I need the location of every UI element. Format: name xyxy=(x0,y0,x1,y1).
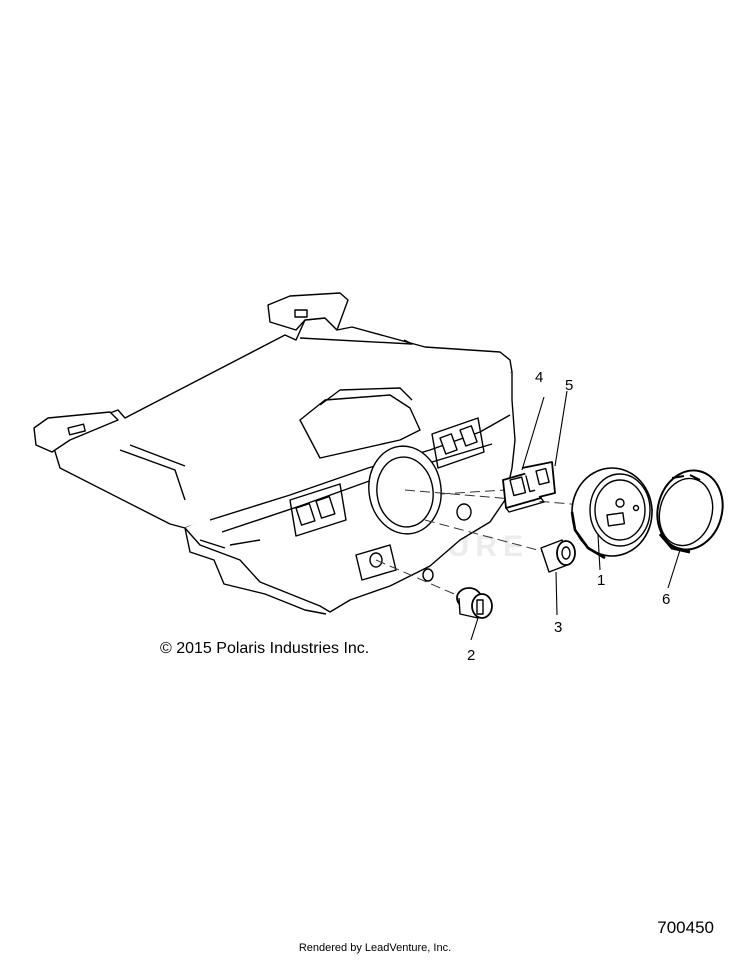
bezel-ring-part xyxy=(656,469,724,554)
callout-2[interactable]: 2 xyxy=(467,647,476,664)
ignition-switch-part xyxy=(456,587,493,619)
rocker-switch-parts xyxy=(502,461,556,513)
diagram-number: 700450 xyxy=(657,918,714,937)
dashboard-panel xyxy=(33,292,516,615)
callout-leaders xyxy=(470,390,681,641)
callout-6[interactable]: 6 xyxy=(662,591,671,608)
power-outlet-part xyxy=(540,539,576,573)
callout-1[interactable]: 1 xyxy=(597,572,606,589)
callout-3[interactable]: 3 xyxy=(554,619,563,636)
callout-5[interactable]: 5 xyxy=(565,377,574,394)
callout-4[interactable]: 4 xyxy=(535,369,544,386)
gauge-part xyxy=(570,467,653,560)
copyright-text: © 2015 Polaris Industries Inc. xyxy=(160,640,370,657)
footer-text: Rendered by LeadVenture, Inc. xyxy=(298,942,452,954)
